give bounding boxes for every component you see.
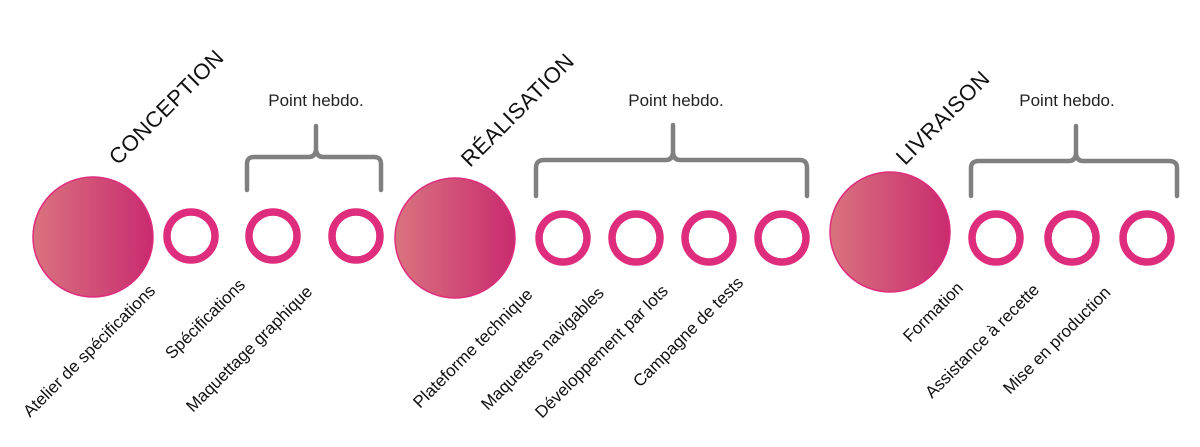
step-label: Atelier de spécifications	[19, 281, 159, 421]
step-ring	[968, 210, 1024, 266]
step-label: Maquettage graphique	[182, 282, 316, 416]
weekly-meeting-label: Point hebdo.	[1019, 91, 1114, 110]
phase-milestone-circle	[394, 177, 516, 299]
phase-title: LIVRAISON	[891, 66, 995, 170]
phase-conception: CONCEPTION Point hebdo. Atelier de spéci…	[19, 45, 384, 421]
phase-realisation: RÉALISATION Point hebdo. Plateforme tech…	[394, 48, 810, 422]
weekly-meeting-label: Point hebdo.	[268, 91, 363, 110]
phase-milestone-circle	[829, 171, 951, 293]
step-label: Maquettes navigables	[477, 283, 607, 413]
weekly-meeting-brace	[533, 122, 810, 199]
weekly-meeting-label: Point hebdo.	[628, 91, 723, 110]
phase-livraison: LIVRAISON Point hebdo. Formation Assista…	[829, 66, 1180, 402]
step-ring	[754, 210, 810, 266]
step-ring	[328, 208, 384, 264]
step-ring	[1119, 210, 1175, 266]
step-ring	[608, 210, 664, 266]
step-ring	[681, 210, 737, 266]
weekly-meeting-brace	[968, 123, 1180, 199]
step-label: Plateforme technique	[409, 285, 536, 412]
step-ring	[163, 208, 219, 264]
phase-title: RÉALISATION	[456, 48, 579, 171]
step-label: Campagne de tests	[629, 273, 747, 391]
step-ring	[1044, 210, 1100, 266]
phase-milestone-circle	[32, 176, 154, 298]
phase-title: CONCEPTION	[104, 45, 229, 170]
step-ring	[245, 208, 301, 264]
weekly-meeting-brace	[244, 123, 384, 193]
step-ring	[535, 210, 591, 266]
